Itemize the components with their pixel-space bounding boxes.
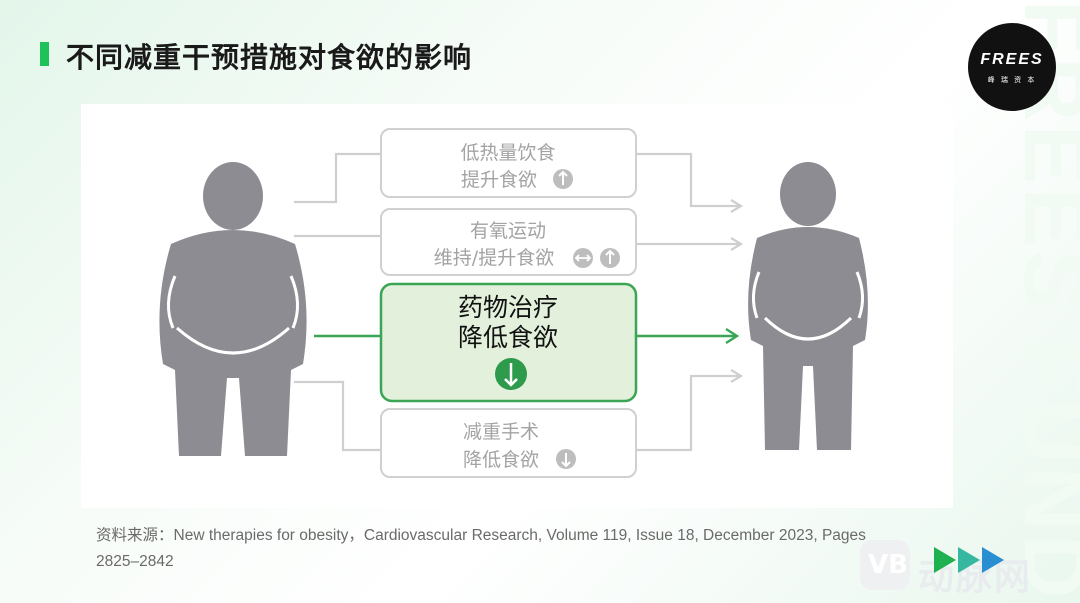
intervention-name: 有氧运动	[470, 220, 546, 242]
highlight-connector	[314, 327, 740, 345]
intervention-effect: 降低食欲	[458, 323, 558, 352]
arrow-down-icon	[495, 358, 527, 390]
diagram-panel: 低热量饮食 提升食欲 有氧运动 维持/提升食欲 药物治疗	[81, 104, 953, 508]
vb-badge: VB	[860, 540, 910, 590]
intervention-card-drug: 药物治疗 降低食欲	[379, 282, 638, 403]
intervention-effect: 降低食欲	[463, 449, 539, 471]
logo-text: FREES	[980, 51, 1044, 68]
play-arrows-icon	[934, 547, 1004, 573]
arrow-leftright-icon	[573, 248, 593, 268]
arrow-up-icon	[553, 169, 573, 189]
intervention-effect: 提升食欲	[461, 169, 537, 191]
frees-logo: FREES 峰 瑞 资 本	[968, 23, 1056, 111]
intervention-card-diet: 低热量饮食 提升食欲	[380, 128, 637, 198]
page-title: 不同减重干预措施对食欲的影响	[66, 41, 473, 74]
arrow-up-icon	[600, 248, 620, 268]
source-citation: 资料来源：New therapies for obesity，Cardiovas…	[96, 527, 866, 570]
intervention-diagram: 低热量饮食 提升食欲 有氧运动 维持/提升食欲 药物治疗	[159, 128, 868, 478]
logo-subtitle: 峰 瑞 资 本	[987, 76, 1037, 84]
intervention-name: 减重手术	[463, 421, 539, 443]
intervention-effect: 维持/提升食欲	[434, 247, 554, 269]
title-accent-bar	[40, 42, 49, 66]
intervention-card-exercise: 有氧运动 维持/提升食欲	[380, 208, 637, 276]
slim-figure-icon	[748, 162, 868, 450]
arrow-down-icon	[556, 449, 576, 469]
obese-figure-icon	[159, 162, 307, 456]
connector-lines	[294, 152, 744, 452]
intervention-name: 药物治疗	[458, 293, 558, 322]
intervention-name: 低热量饮食	[460, 142, 555, 164]
intervention-card-surgery: 减重手术 降低食欲	[380, 408, 637, 478]
